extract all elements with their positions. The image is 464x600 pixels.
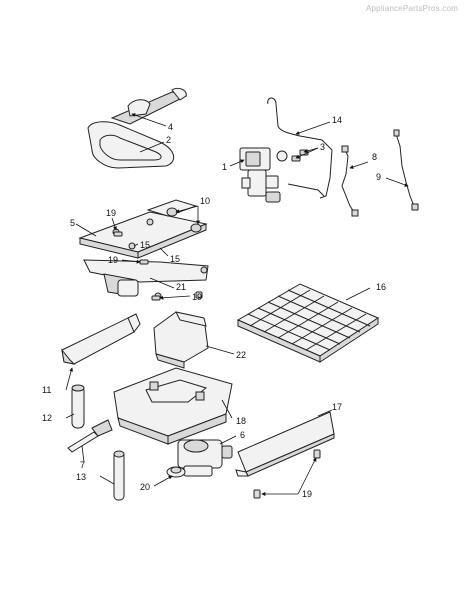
callout-13: 13 (76, 472, 86, 482)
long-tube-part (113, 450, 125, 501)
water-valve-part (239, 147, 288, 203)
callout-19-bottom: 19 (302, 489, 312, 499)
drive-housing-part (83, 259, 209, 300)
tube-part (67, 419, 113, 453)
callout-15-lower: 15 (170, 254, 180, 264)
water-tube-part (267, 97, 333, 199)
callout-14: 14 (332, 115, 342, 125)
motor-part (177, 439, 233, 477)
callout-7: 7 (80, 460, 85, 470)
callout-19-right: 19 (192, 292, 202, 302)
callout-11: 11 (42, 385, 51, 395)
base-tray-part (113, 367, 233, 445)
callout-3: 3 (320, 142, 325, 152)
callout-8: 8 (372, 152, 377, 162)
tube-segment-part (71, 384, 85, 429)
callout-labels: 4 2 14 3 1 8 9 10 19 5 15 19 15 21 19 16… (42, 115, 386, 499)
grid-lines (247, 289, 371, 351)
callout-4: 4 (168, 122, 173, 132)
callout-12: 12 (42, 413, 52, 423)
callout-18: 18 (236, 416, 246, 426)
callout-1: 1 (222, 162, 227, 172)
front-shield-part (235, 411, 335, 477)
ice-mold-grid-part (236, 283, 380, 363)
callout-21: 21 (176, 282, 186, 292)
bracket-plate-part (78, 199, 208, 259)
callout-19-top: 19 (106, 208, 116, 218)
callout-22: 22 (236, 350, 246, 360)
watermark: AppliancePartsPros.com (366, 4, 458, 13)
callout-5: 5 (70, 218, 75, 228)
screws-part (113, 231, 321, 499)
callout-10: 10 (200, 196, 210, 206)
callout-2: 2 (166, 135, 171, 145)
wire-harness-2-part (395, 133, 415, 207)
fill-tube-part (87, 87, 188, 169)
fill-cup-part (61, 313, 141, 365)
callout-19-mid: 19 (108, 255, 118, 265)
wire-harness-part (341, 147, 355, 213)
callout-9: 9 (376, 172, 381, 182)
callout-17: 17 (332, 402, 342, 412)
callout-6: 6 (240, 430, 245, 440)
callout-20: 20 (140, 482, 150, 492)
leader-lines (65, 113, 409, 496)
gear-part (166, 466, 186, 478)
callout-15-upper: 15 (140, 240, 150, 250)
callout-16: 16 (376, 282, 386, 292)
cover-part (153, 311, 209, 369)
